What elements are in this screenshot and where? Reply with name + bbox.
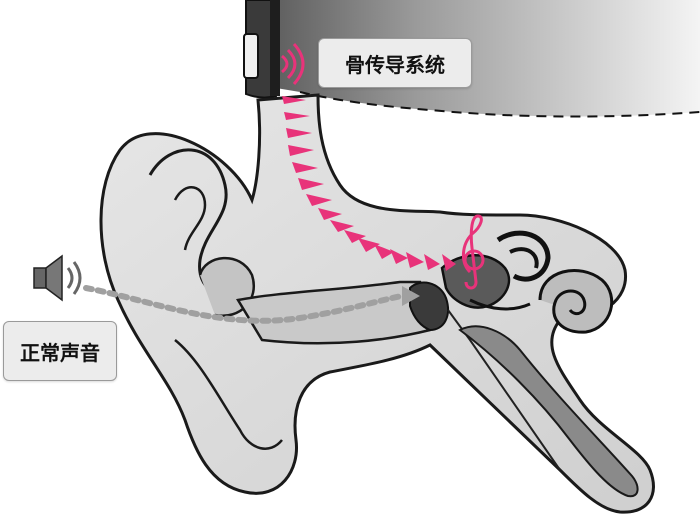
inner-ear bbox=[440, 230, 614, 471]
pinna-fold-inner bbox=[173, 186, 207, 251]
lobe-fold bbox=[174, 339, 283, 450]
bone-conduction-headset-icon bbox=[243, 0, 280, 99]
speaker-icon bbox=[33, 254, 82, 302]
eardrum bbox=[409, 281, 449, 332]
headband-dashed-edge bbox=[299, 91, 700, 118]
air-path-arrowhead bbox=[402, 286, 420, 306]
air-conduction-path bbox=[83, 285, 405, 324]
bone-conduction-waves bbox=[281, 42, 456, 271]
normal-sound-label: 正常声音 bbox=[3, 321, 117, 381]
eustachian-tube bbox=[458, 325, 639, 498]
treble-clef-icon bbox=[462, 214, 485, 290]
bone-conduction-label: 骨传导系统 bbox=[318, 38, 472, 88]
cochlea bbox=[538, 269, 614, 334]
